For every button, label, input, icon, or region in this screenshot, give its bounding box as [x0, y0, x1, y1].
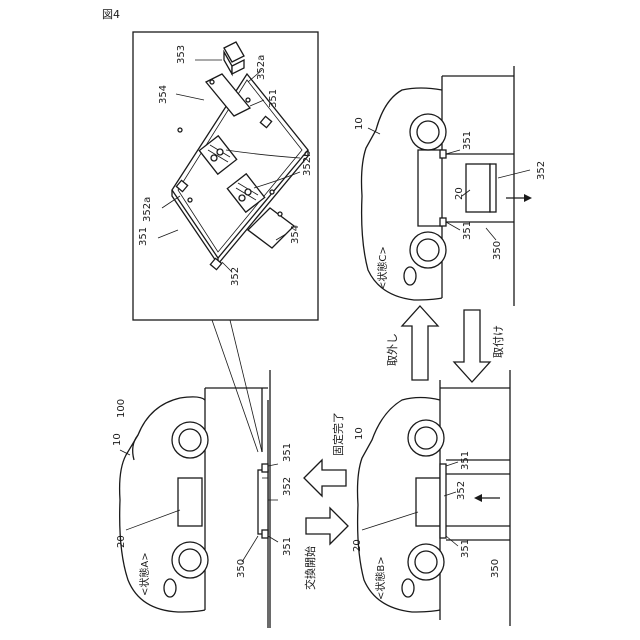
label-20-c: 20 [454, 187, 465, 200]
label-352-c: 352 [536, 161, 547, 180]
label-351-a-bottom: 351 [282, 537, 293, 556]
label-351-a-top: 351 [282, 443, 293, 462]
arrow-attach: 取付け [454, 310, 505, 382]
label-10-c: 10 [354, 117, 365, 130]
label-352-b: 352 [456, 481, 467, 500]
state-c-car: 10 <状態C> 351 20 352 351 350 [354, 66, 547, 306]
state-c-label: <状態C> [376, 246, 389, 290]
label-352a-top: 352a [256, 55, 267, 80]
label-351-top: 351 [268, 89, 279, 108]
label-20-b: 20 [352, 539, 363, 552]
arrow-fix-complete: 固定完了 [304, 412, 346, 496]
label-352-a: 352 [282, 477, 293, 496]
label-350-c: 350 [492, 241, 503, 260]
label-351-c-top: 351 [462, 131, 473, 150]
label-352-detail: 352 [230, 267, 241, 286]
label-352b: 352b [302, 151, 313, 176]
svg-text:固定完了: 固定完了 [331, 412, 345, 456]
wheel-front-b [408, 420, 444, 456]
figure-label: 図4 [102, 8, 120, 21]
fixing-part-353 [224, 42, 244, 74]
state-a-label: <状態A> [138, 552, 151, 596]
label-351-b-top: 351 [460, 451, 471, 470]
battery-20-b [416, 478, 440, 526]
label-10-a: 10 [112, 433, 123, 446]
battery-20-a [178, 478, 202, 526]
label-100-a: 100 [116, 399, 127, 418]
state-b-label: <状態B> [374, 556, 387, 600]
label-354-top: 354 [158, 85, 169, 104]
state-b-car: 10 20 <状態B> 351 352 351 350 [352, 370, 510, 626]
state-a-car: 100 10 20 <状態A> 350 351 352 351 [112, 370, 293, 628]
svg-text:交換開始: 交換開始 [303, 546, 317, 590]
label-20-a: 20 [116, 535, 127, 548]
arrow-remove: 取外し [386, 306, 438, 380]
label-10-b: 10 [354, 427, 365, 440]
wheel-front-a [172, 422, 208, 458]
svg-text:取外し: 取外し [386, 333, 399, 366]
wheel-front-c [410, 114, 446, 150]
label-350-b: 350 [490, 559, 501, 578]
label-351-b-bottom: 351 [460, 539, 471, 558]
label-351-c-bottom: 351 [462, 221, 473, 240]
label-350-a: 350 [236, 559, 247, 578]
label-353: 353 [176, 45, 187, 64]
detail-view: 353 352a 354 351 352b 352a 351 354 352 [133, 32, 318, 452]
svg-text:取付け: 取付け [492, 325, 505, 358]
label-352a-bottom: 352a [142, 197, 153, 222]
wheel-rear-b [408, 544, 444, 580]
label-351-bottom: 351 [138, 227, 149, 246]
arrow-exchange-start: 交換開始 [303, 508, 348, 590]
wheel-rear-a [172, 542, 208, 578]
battery-20-c [466, 164, 490, 212]
label-354-bottom: 354 [290, 225, 301, 244]
wheel-rear-c [410, 232, 446, 268]
